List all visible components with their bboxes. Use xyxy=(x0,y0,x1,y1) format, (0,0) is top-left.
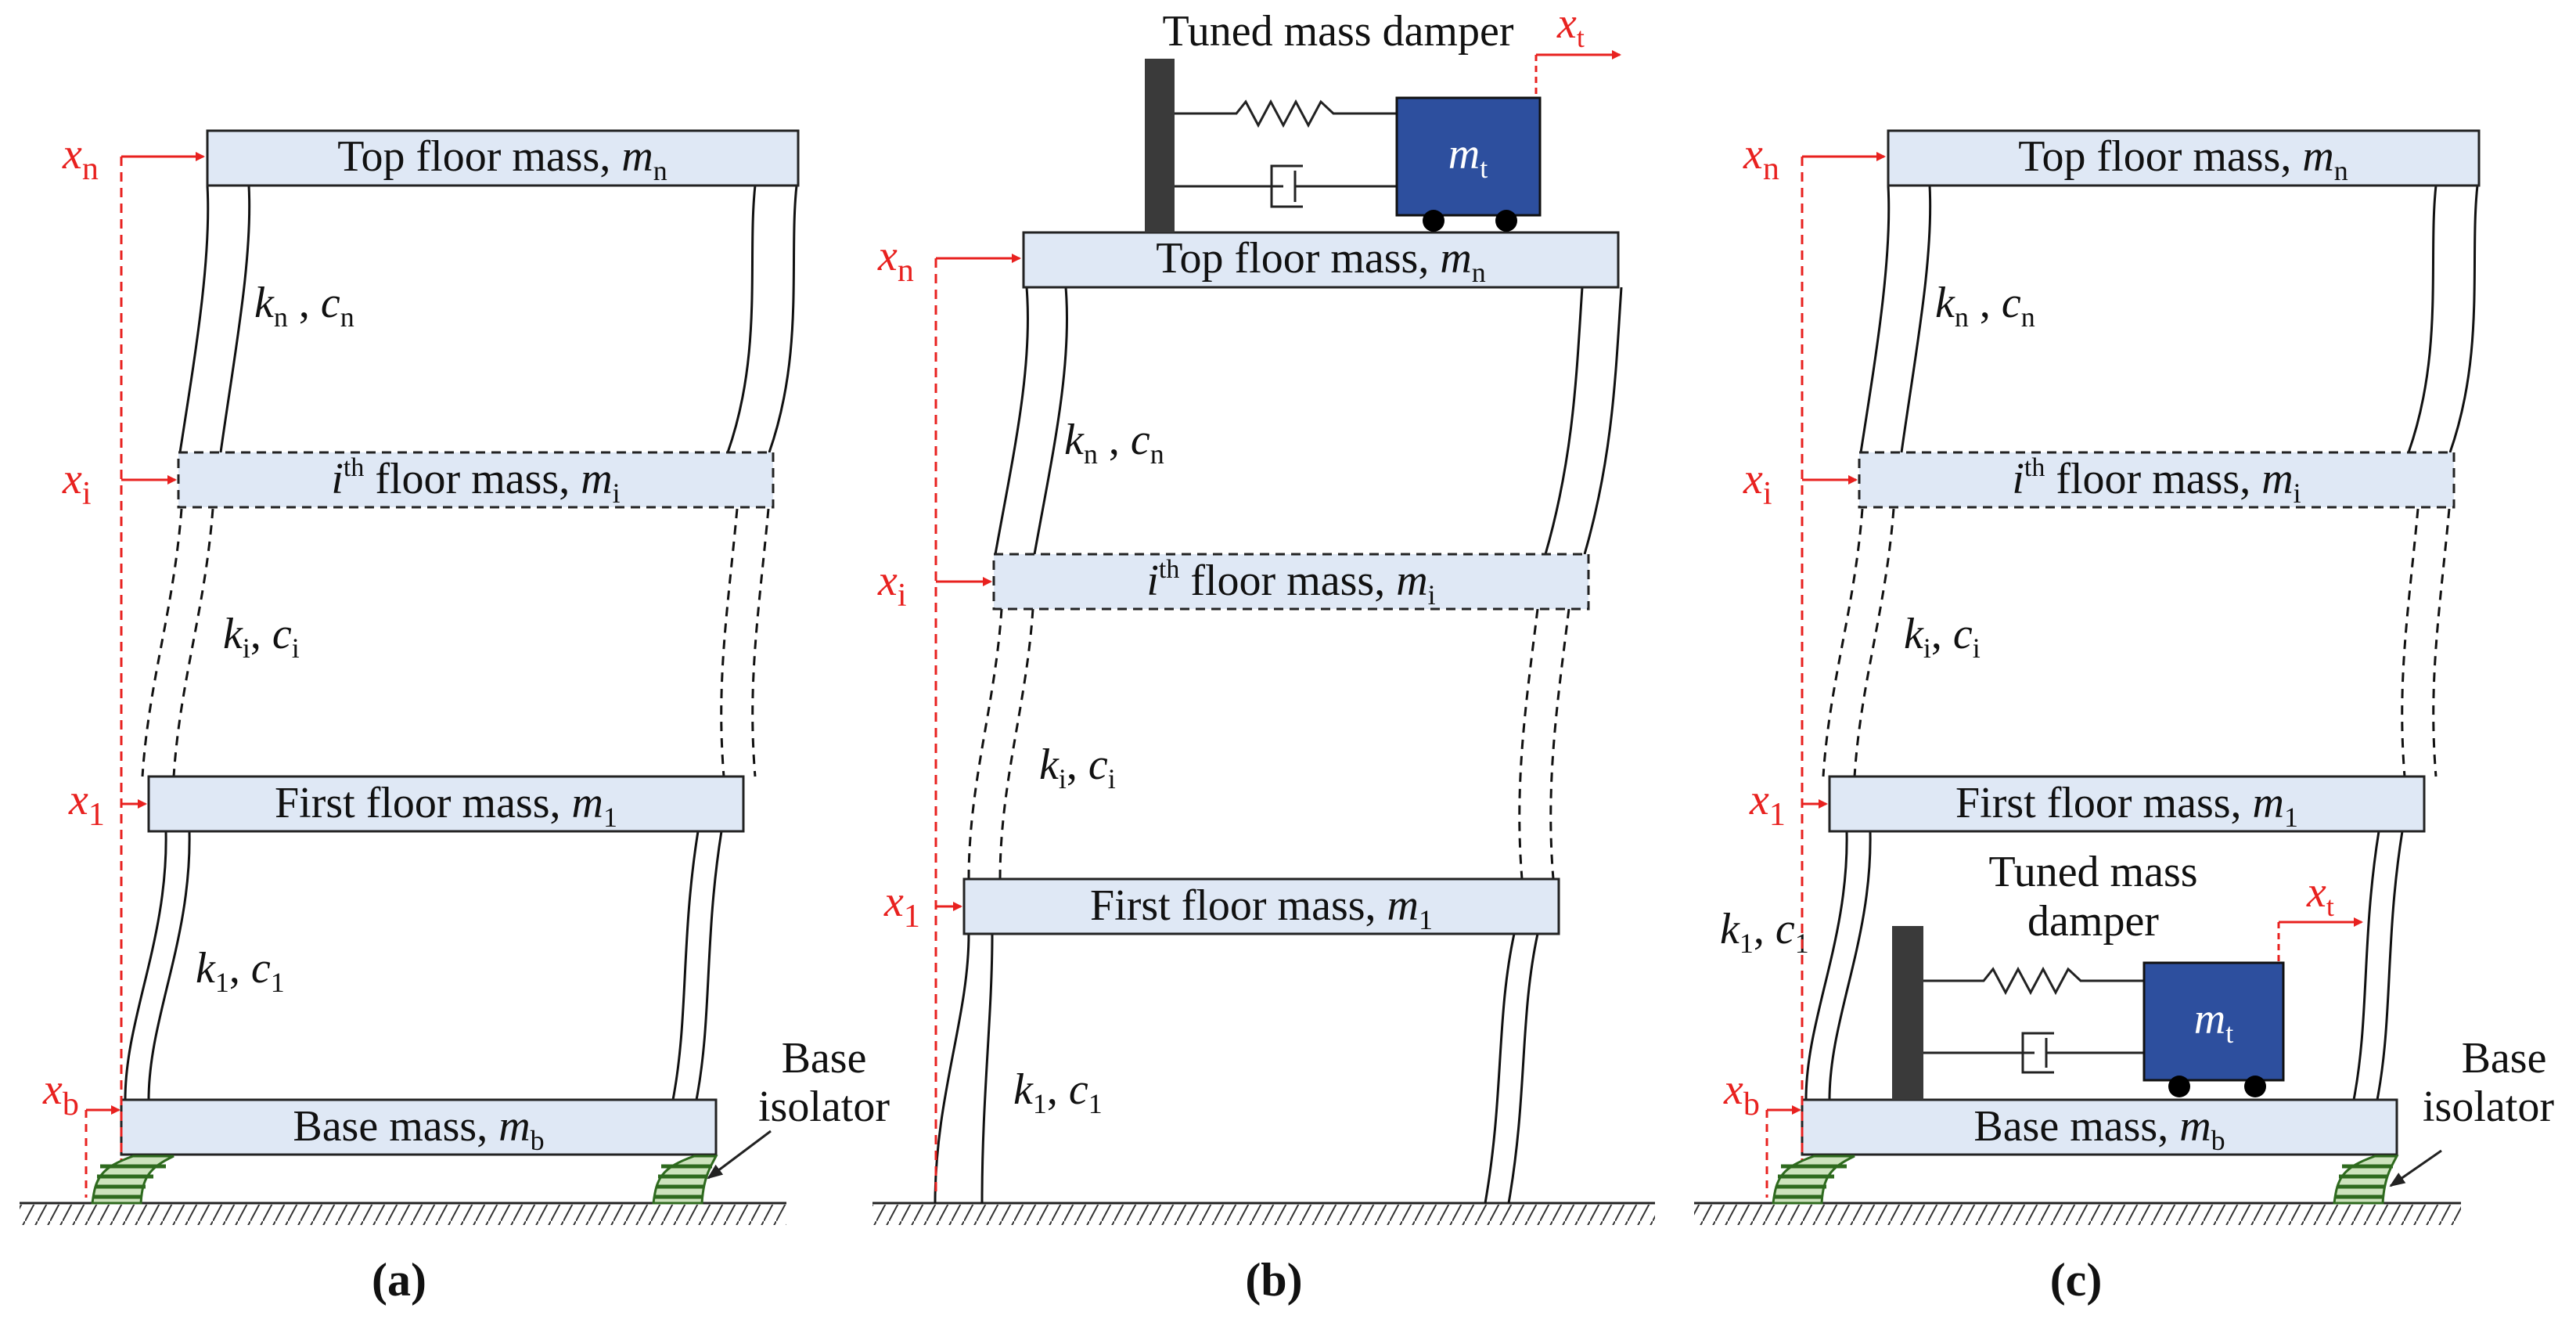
tmd-disp-label-c: xt xyxy=(2306,868,2334,922)
panel-c: Top floor mass, mn ith floor mass, mi Fi… xyxy=(1694,129,2554,1306)
displacement-refs-c xyxy=(1765,152,1886,1198)
ith-floor-label-c: ith floor mass, mi xyxy=(2012,453,2301,509)
stiffness-top-label-a: kn , cn xyxy=(254,279,354,333)
disp-mid-label-b: xi xyxy=(877,557,907,614)
columns-top-story-a xyxy=(178,185,798,453)
tmd-roof-b: mt xyxy=(1145,50,1621,232)
tmd-post-c xyxy=(1892,926,1923,1100)
disp-mid-label-c: xi xyxy=(1743,455,1772,512)
ground-b xyxy=(872,1202,1655,1225)
first-floor-label-c: First floor mass, m1 xyxy=(1955,779,2298,833)
tmd-base-c: mt xyxy=(1892,917,2363,1100)
first-floor-slab-b xyxy=(962,877,1560,935)
caption-c: (c) xyxy=(2050,1254,2103,1306)
ground-c xyxy=(1694,1202,2461,1225)
isolator-label-c-line2: isolator xyxy=(2423,1083,2554,1131)
ith-floor-label-b: ith floor mass, mi xyxy=(1146,555,1435,611)
stiffness-low-label-c: k1, c1 xyxy=(1720,905,1809,959)
tmd-mass-c xyxy=(2142,961,2285,1082)
tmd-dashpot-b xyxy=(1175,164,1397,208)
disp-mid-label-a: xi xyxy=(62,455,92,512)
base-floor-label-c: Base mass, mb xyxy=(1973,1102,2225,1156)
disp-base-label-c: xb xyxy=(1723,1065,1760,1122)
columns-mid-story-b xyxy=(967,608,1570,880)
tmd-post-b xyxy=(1145,59,1175,232)
columns-first-story-c xyxy=(1804,831,2404,1101)
tmd-mass-b xyxy=(1395,96,1542,217)
displacement-refs-a xyxy=(85,152,205,1198)
disp-first-label-c: x1 xyxy=(1749,776,1786,833)
first-floor-label-a: First floor mass, m1 xyxy=(275,779,617,833)
columns-mid-story-c xyxy=(1822,508,2451,777)
panel-a: Top floor mass, mn ith floor mass, mi Fi… xyxy=(20,129,890,1306)
first-floor-label-b: First floor mass, m1 xyxy=(1090,881,1433,935)
base-isolator-left-c xyxy=(1772,1155,1855,1205)
tmd-wheel-left-b xyxy=(1423,210,1445,232)
ground-a xyxy=(20,1202,786,1225)
base-isolator-left-a xyxy=(91,1155,174,1205)
base-isolator-right-a xyxy=(652,1155,718,1205)
tmd-title-c-line1: Tuned mass xyxy=(1988,848,2197,896)
disp-top-label-c: xn xyxy=(1743,130,1779,187)
stiffness-mid-label-a: ki, ci xyxy=(223,610,300,664)
isolator-label-a-line2: isolator xyxy=(758,1083,890,1131)
top-floor-label-b: Top floor mass, mn xyxy=(1156,234,1486,288)
stiffness-top-label-b: kn , cn xyxy=(1064,416,1164,470)
first-floor-slab-c xyxy=(1828,775,2426,833)
tmd-wheel-right-c xyxy=(2244,1076,2266,1097)
isolator-label-c-line1: Base xyxy=(2462,1034,2547,1083)
columns-top-story-c xyxy=(1859,185,2479,453)
tmd-mass-label-c: mt xyxy=(2194,995,2233,1049)
stiffness-low-label-a: k1, c1 xyxy=(196,944,285,998)
ith-floor-slab-c xyxy=(1858,451,2455,509)
top-floor-slab-a xyxy=(206,129,800,187)
base-slab-c xyxy=(1801,1098,2398,1156)
stiffness-mid-label-b: ki, ci xyxy=(1039,740,1116,795)
tmd-title-b: Tuned mass damper xyxy=(1162,7,1513,56)
columns-first-story-b xyxy=(934,933,1539,1204)
tmd-disp-label-b: xt xyxy=(1556,0,1585,53)
disp-top-label-b: xn xyxy=(877,232,914,289)
tmd-spring-b xyxy=(1175,99,1397,128)
tmd-wheel-left-c xyxy=(2168,1076,2190,1097)
tmd-mass-label-b: mt xyxy=(1448,130,1488,184)
ith-floor-label-a: ith floor mass, mi xyxy=(331,453,620,509)
caption-b: (b) xyxy=(1245,1254,1302,1306)
ith-floor-slab-b xyxy=(992,553,1590,611)
disp-base-label-a: xb xyxy=(42,1065,79,1122)
tmd-spring-c xyxy=(1923,966,2144,996)
isolator-pointer-a xyxy=(707,1130,772,1180)
tmd-title-c-line2: damper xyxy=(2027,897,2159,946)
columns-first-story-a xyxy=(124,831,723,1101)
isolator-pointer-c xyxy=(2389,1149,2442,1187)
disp-first-label-b: x1 xyxy=(883,877,920,935)
base-isolator-right-c xyxy=(2333,1155,2399,1205)
top-floor-label-a: Top floor mass, mn xyxy=(337,132,667,186)
columns-mid-story-a xyxy=(141,508,770,777)
top-floor-slab-c xyxy=(1887,129,2481,187)
stiffness-top-label-c: kn , cn xyxy=(1935,279,2035,333)
ith-floor-slab-a xyxy=(177,451,775,509)
columns-top-story-b xyxy=(994,286,1623,555)
stiffness-mid-label-c: ki, ci xyxy=(1904,610,1981,664)
top-floor-slab-b xyxy=(1022,231,1620,289)
disp-top-label-a: xn xyxy=(62,130,99,187)
displacement-refs-b xyxy=(934,254,1021,1198)
disp-first-label-a: x1 xyxy=(68,776,105,833)
tmd-dashpot-c xyxy=(1923,1032,2144,1074)
first-floor-slab-a xyxy=(147,775,745,833)
caption-a: (a) xyxy=(372,1254,426,1306)
base-floor-label-a: Base mass, mb xyxy=(293,1102,544,1156)
panel-b: Top floor mass, mn ith floor mass, mi Fi… xyxy=(872,0,1655,1306)
top-floor-label-c: Top floor mass, mn xyxy=(2018,132,2348,186)
isolator-label-a-line1: Base xyxy=(782,1034,867,1083)
stiffness-low-label-b: k1, c1 xyxy=(1013,1065,1103,1119)
tmd-wheel-right-b xyxy=(1495,210,1517,232)
